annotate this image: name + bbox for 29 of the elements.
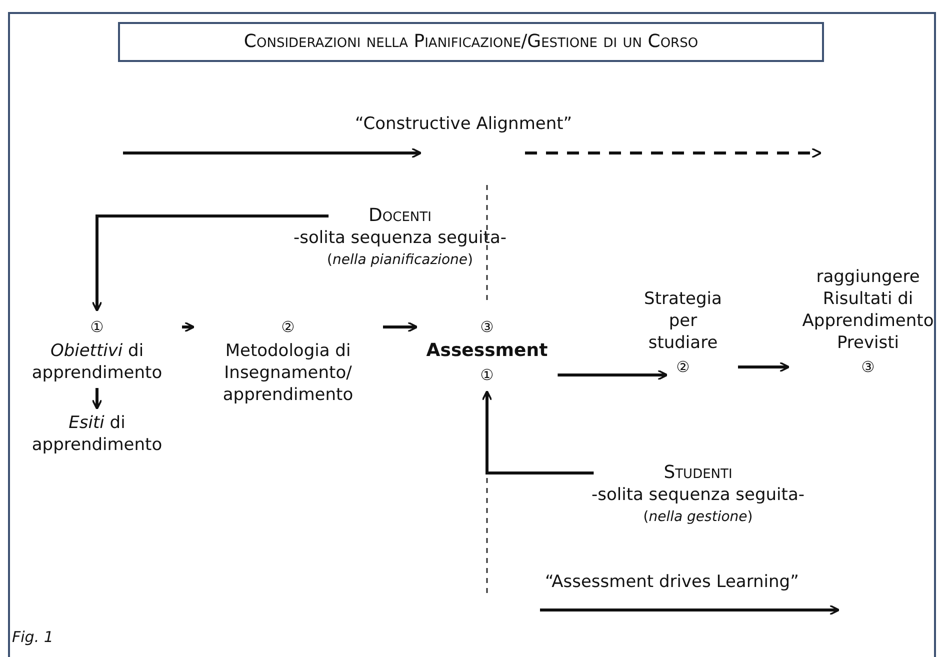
arrow [182,322,195,332]
subtitle-text: -solita sequenza seguita- [591,484,804,506]
step-number: ① [90,317,104,338]
step-text: raggiungere Risultati di Apprendimento Previsti [801,266,935,354]
arrow [558,370,668,380]
step-number: ② [676,357,690,378]
note-text: (nella pianificazione) [327,251,473,270]
role-heading: Studenti [664,462,732,484]
arrow [738,362,790,372]
arrow [383,322,418,332]
subtitle-text: -solita sequenza seguita- [293,227,506,249]
step-text: Metodologia di Insegnamento/ apprendimento [222,340,354,406]
step-text: Esiti di apprendimento [30,412,164,456]
note-text: (nella gestione) [643,508,753,527]
step-text: Strategia per studiare [643,288,723,354]
step-text: Assessment [426,340,548,362]
arrow [92,214,329,312]
figure-caption: Fig. 1 [12,628,54,646]
step-number: ① [480,365,494,386]
slogan-text: “Assessment drives Learning” [545,572,799,592]
step-text: Obiettivi di apprendimento [30,340,164,384]
slogan-text: “Constructive Alignment” [355,114,572,134]
step-number: ③ [480,317,494,338]
arrow [92,388,102,410]
title-box: Considerazioni nella Pianificazione/Gestione di un Corso [118,22,824,62]
role-heading: Docenti [368,205,432,227]
step-number: ③ [861,357,875,378]
arrow [482,390,594,474]
step-number: ② [281,317,295,338]
